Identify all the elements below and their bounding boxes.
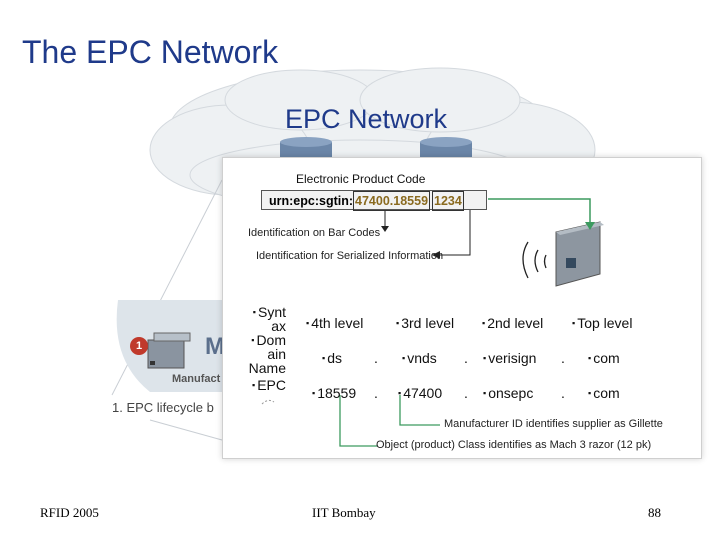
epc-row-label: EPC <box>232 378 286 392</box>
domain-label-1: Dom <box>232 333 286 347</box>
footer-left: RFID 2005 <box>40 505 99 520</box>
row1-separator: . <box>374 350 378 366</box>
row1-separator: . <box>464 350 468 366</box>
slide-title: The EPC Network <box>22 34 279 70</box>
row2-separator: . <box>464 385 468 401</box>
syntax-label-1: Synt <box>232 305 286 319</box>
lifecycle-caption: 1. EPC lifecycle b <box>112 400 214 415</box>
header-4th-level: 4th level <box>306 315 363 331</box>
device-icon <box>147 332 191 369</box>
perspective-line <box>149 419 223 441</box>
page-number: 88 <box>648 505 661 520</box>
serialized-note: Identification for Serialized Informatio… <box>256 250 444 262</box>
epc-manufacturer-product: 47400.18559 <box>353 191 431 211</box>
epc-label: Electronic Product Code <box>296 172 426 186</box>
manufacturer-letter: M <box>205 333 225 360</box>
rfid-reader-icon <box>555 221 604 287</box>
barcode-note: Identification on Bar Codes <box>248 227 381 239</box>
radio-waves-icon <box>522 241 547 279</box>
row1-3rd: vnds <box>402 350 437 366</box>
manufacturer-label: Manufact <box>172 373 221 385</box>
object-class-note: Object (product) Class identifies as Mac… <box>376 439 652 451</box>
cloud-label: EPC Network <box>285 104 448 134</box>
domain-label-2: ain <box>267 346 286 362</box>
server-cylinders <box>280 137 472 158</box>
row1-top: com <box>588 350 619 366</box>
row2-separator: . <box>561 385 565 401</box>
row1-separator: . <box>561 350 565 366</box>
header-2nd-level: 2nd level <box>482 315 543 331</box>
row1-2nd: verisign <box>483 350 536 366</box>
reader-arrow <box>488 198 591 226</box>
step-badge: 1 <box>130 337 148 355</box>
row2-separator: . <box>374 385 378 401</box>
epc-prefix: urn:epc:sgtin: <box>269 194 354 208</box>
domain-labels: Synt ax Dom ain Name EPC <box>232 305 286 392</box>
manufacturer-id-note: Manufacturer ID identifies supplier as G… <box>444 418 663 430</box>
epc-serial: 1234 <box>432 191 464 211</box>
row2-3rd: 47400 <box>398 385 442 401</box>
header-top-level: Top level <box>572 315 632 331</box>
row2-4th: 18559 <box>312 385 356 401</box>
header-3rd-level: 3rd level <box>396 315 454 331</box>
syntax-label-2: ax <box>271 318 286 334</box>
footer-center: IIT Bombay <box>312 505 376 520</box>
row2-top: com <box>588 385 619 401</box>
row1-4th: ds <box>322 350 342 366</box>
domain-label-3: Name <box>248 360 286 376</box>
row2-2nd: onsepc <box>483 385 533 401</box>
